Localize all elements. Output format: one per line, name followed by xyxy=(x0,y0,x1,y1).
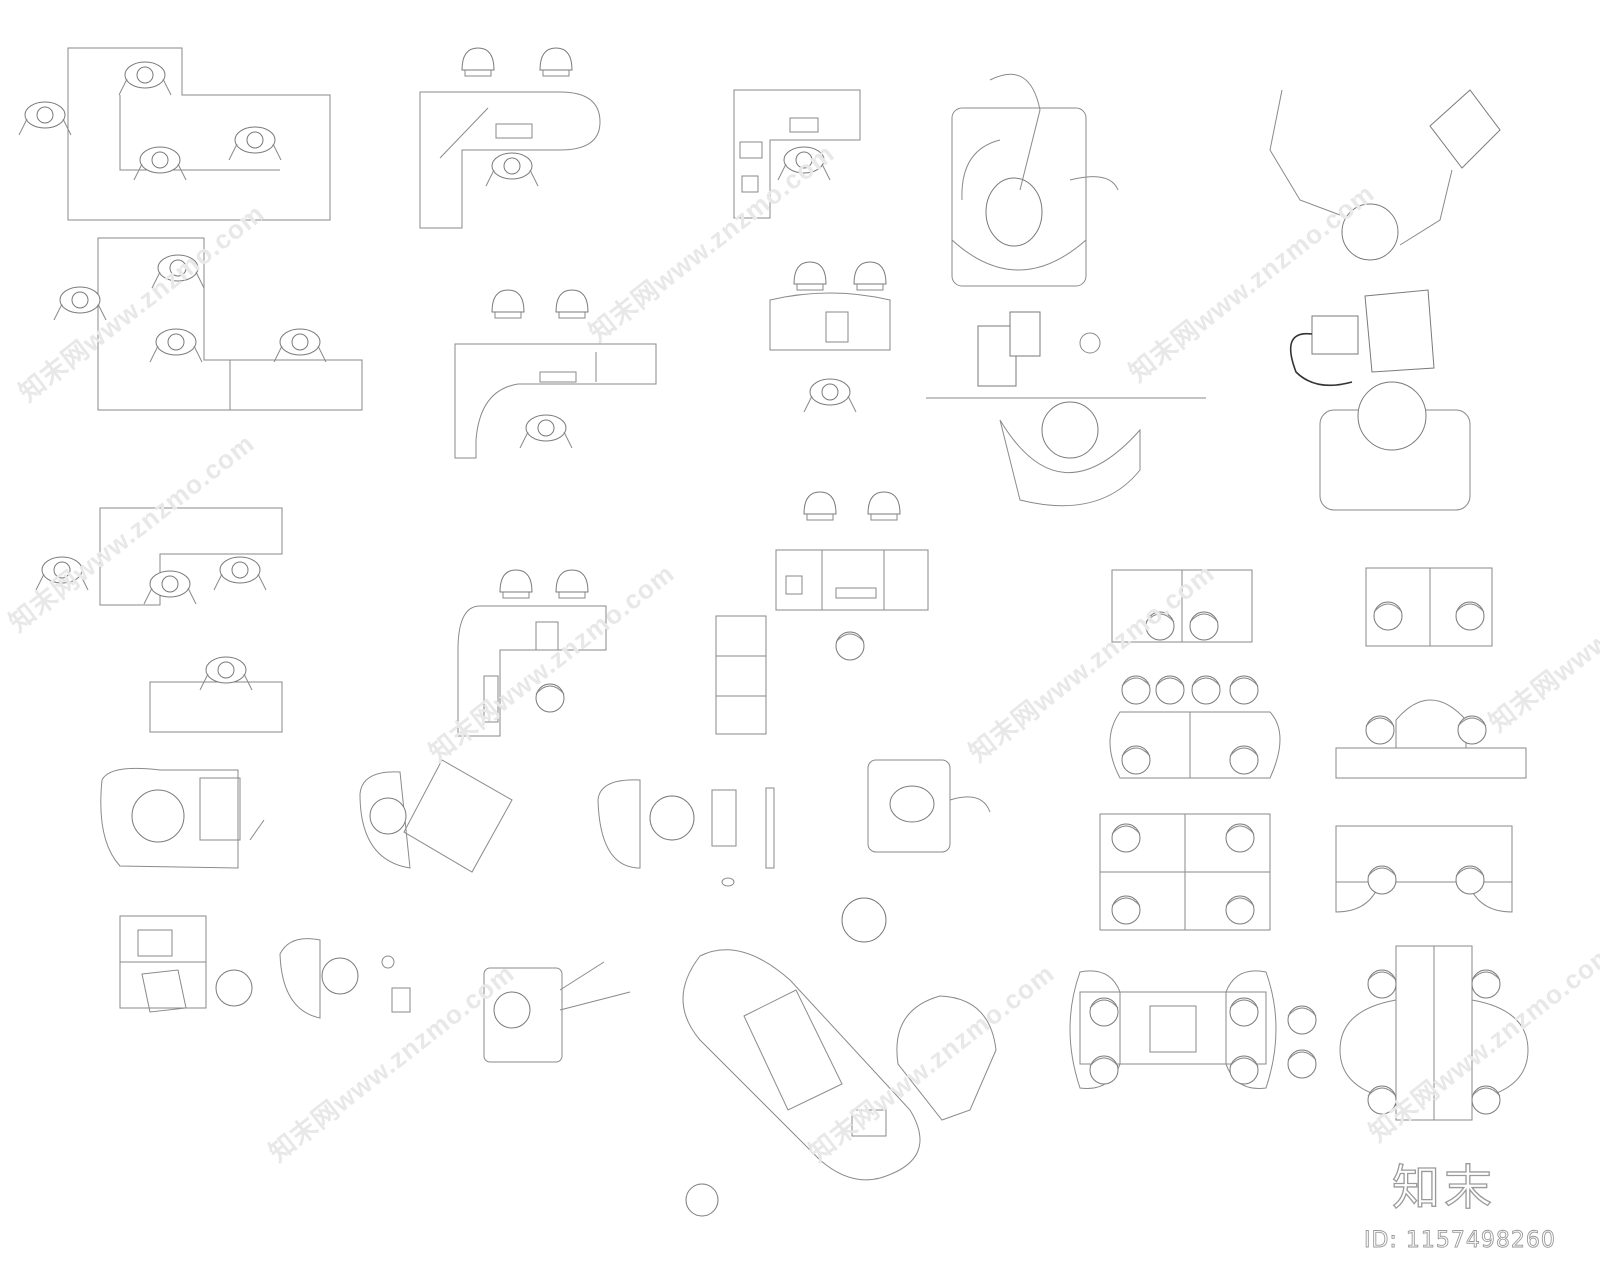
l-desk-with-computer xyxy=(458,569,606,736)
desk-group-three-people-lower xyxy=(35,508,282,732)
person-with-calculator xyxy=(280,939,410,1018)
desk-with-calculator-and-cup xyxy=(926,312,1206,506)
person-on-phone xyxy=(1291,290,1470,510)
brand-logo: 知末 xyxy=(1391,1159,1497,1216)
four-pod-curved-workstation xyxy=(1340,946,1528,1120)
person-in-chair-legs-extended xyxy=(484,962,630,1062)
workstation-cluster-2 xyxy=(1366,568,1492,646)
person-reading-document xyxy=(101,768,264,868)
person-holding-document xyxy=(1270,90,1500,260)
workstation-cluster-1 xyxy=(1112,570,1252,642)
person-at-computer xyxy=(598,780,774,886)
six-seat-bench-workstation xyxy=(1070,971,1317,1089)
asset-id-value: 1157498260 xyxy=(1405,1228,1556,1254)
asset-id-label: ID: xyxy=(1364,1228,1398,1254)
oval-meeting-table xyxy=(683,898,996,1216)
three-panel-desk-with-phone xyxy=(716,491,928,734)
lounge-chair-reader xyxy=(952,74,1118,286)
corner-workstation-small xyxy=(734,90,860,218)
desk-with-seated-person-writing xyxy=(120,916,252,1012)
l-desk-group-three-people xyxy=(18,48,330,220)
curved-cluster-desk xyxy=(1336,700,1526,778)
desk-with-two-chairs-and-paper xyxy=(770,261,890,413)
curved-reception-desk xyxy=(420,47,600,228)
four-person-workstation-cluster xyxy=(1100,814,1270,930)
two-person-curved-workstation xyxy=(1336,826,1512,912)
l-desk-group-four-people xyxy=(53,238,362,410)
person-in-armchair-cross-legged xyxy=(868,760,990,852)
asset-id: ID: 1157498260 xyxy=(1364,1228,1556,1254)
person-at-drafting-table xyxy=(360,760,512,872)
four-seat-bench-desk xyxy=(1110,675,1280,778)
curved-corner-desk-with-chairs xyxy=(455,289,656,458)
